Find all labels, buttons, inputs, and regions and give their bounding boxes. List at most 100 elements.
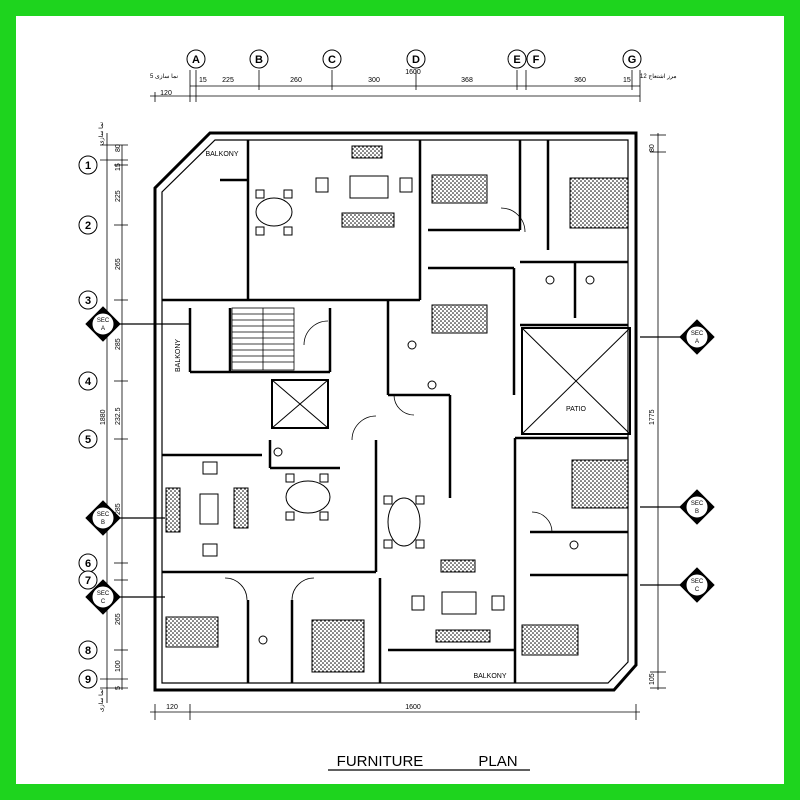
interior-walls [162,140,631,683]
dim-text: 260 [290,77,302,84]
facade-note: نما سازی [98,689,105,712]
balcony-label: BALKONY [175,339,182,372]
section-marker-icon: SEC A [85,306,121,342]
grid-row-4: 4 [78,371,98,391]
dining-table-icon [383,495,425,549]
svg-text:A: A [695,339,699,345]
facade-note: نما سازی 5 [150,73,178,80]
grid-column-label: A [192,54,200,66]
dim-text-overall: 1880 [100,409,107,425]
armchair-icon [399,177,413,193]
right-dimension-chain [650,133,666,690]
section-marker-icon: SEC B [85,500,121,536]
dining-group [202,177,505,611]
svg-text:SEC: SEC [691,331,704,337]
grid-row-label: 9 [85,674,91,686]
grid-row-2: 2 [78,215,98,235]
door-swing-icon [303,320,329,346]
dim-text-overall: 1600 [405,69,421,76]
grid-column-label: B [255,54,263,66]
grid-row-label: 3 [85,295,91,307]
door-swing-icon [531,511,553,533]
dining-table-icon [285,473,331,521]
grid-row-5: 5 [78,429,98,449]
grid-column-A: A [186,49,206,69]
balcony-label: BALKONY [205,151,238,158]
stair-icon [231,307,295,371]
dim-text: 360 [574,77,586,84]
svg-text:SEC: SEC [97,512,110,518]
toilet-icon [427,380,437,390]
grid-column-label: E [513,54,520,66]
armchair-icon [411,595,425,611]
dim-text: 265 [115,258,122,270]
grid-row-label: 4 [85,376,92,388]
title-right: PLAN [478,753,517,770]
dim-text: 120 [160,90,172,97]
double-bed-icon [431,174,488,204]
grid-row-label: 2 [85,220,91,232]
svg-text:C: C [695,587,700,593]
dim-text-overall: 1775 [649,409,656,425]
elevator-icon [271,379,329,429]
grid-column-B: B [249,49,269,69]
section-marker-icon: SEC C [85,579,121,615]
dim-text: 285 [115,338,122,350]
svg-text:B: B [695,509,699,515]
top-dimension-texts: 15 225 260 300 368 360 15 1600 120 نما س… [150,69,677,97]
grid-column-F: F [526,49,546,69]
sofa-icon [233,487,249,529]
dim-text: 15 [199,77,207,84]
armchair-icon [315,177,329,193]
grid-row-8: 8 [78,640,98,660]
sofa-icon [440,559,476,573]
grid-row-6: 6 [78,553,98,573]
svg-text:B: B [101,520,105,526]
dining-table-icon [255,189,293,236]
dim-text: 120 [166,704,178,711]
door-swing-icon [393,394,415,416]
armchair-icon [202,461,218,475]
grid-row-label: 5 [85,434,91,446]
svg-text:SEC: SEC [691,501,704,507]
toilet-icon [585,275,595,285]
sofa-icon [349,175,389,199]
grid-rows: 1 2 3 4 5 6 7 8 9 [78,155,98,689]
double-bed-icon [311,619,365,673]
patio-label: PATIO [566,406,587,413]
svg-text:SEC: SEC [97,591,110,597]
dim-text: 80 [649,144,656,152]
sofa-icon [441,591,477,615]
grid-row-1: 1 [78,155,98,175]
svg-text:C: C [101,599,106,605]
exterior-walls [153,131,638,692]
double-bed-icon [431,304,488,334]
grid-column-label: G [628,54,637,66]
sofa-icon [165,487,181,533]
sofa-icon [435,629,491,643]
drawing-title: FURNITURE PLAN [328,753,530,771]
boundary-note: مرز اشتعاج 12 [640,73,677,80]
armchair-icon [202,543,218,557]
dim-text: 225 [222,77,234,84]
door-swing-icon [500,207,526,233]
grid-row-9: 9 [78,669,98,689]
svg-text:A: A [101,326,105,332]
sofa-group [165,145,491,643]
dim-text: 265 [115,613,122,625]
facade-note: نما سازی [98,122,105,145]
dim-text: 300 [368,77,380,84]
dim-text: 232.5 [115,407,122,425]
dim-text: 368 [461,77,473,84]
grid-column-D: D [406,49,426,69]
double-bed-icon [521,624,579,656]
grid-row-3: 3 [78,290,98,310]
dim-text: 105 [649,673,656,685]
grid-row-label: 7 [85,575,91,587]
section-marker-icon: SEC C [679,567,715,603]
toilet-icon [273,447,283,457]
door-swing-icon [291,577,315,601]
grid-column-label: D [412,54,420,66]
grid-column-label: C [328,54,336,66]
